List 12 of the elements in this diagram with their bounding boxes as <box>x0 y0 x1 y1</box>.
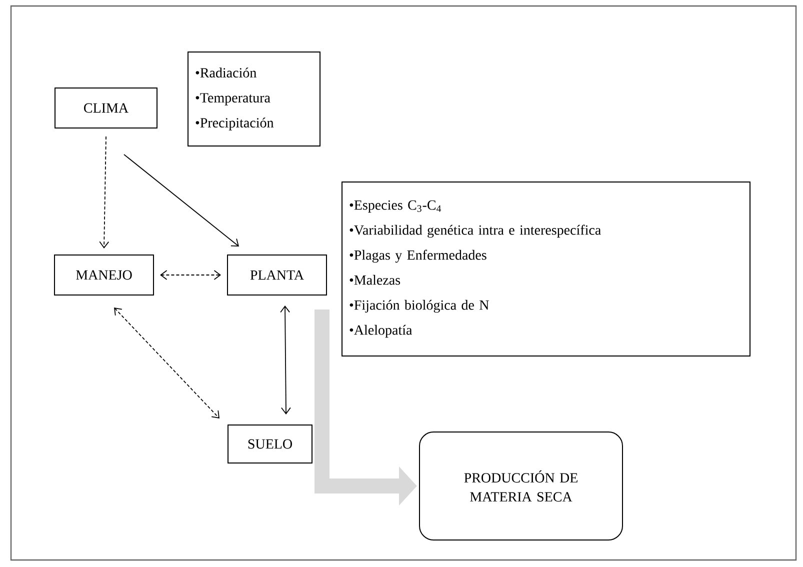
list-box: •Radiación •Temperatura •Precipitación <box>188 52 320 146</box>
result-box: PRODUCCIÓN DE MATERIA SECA <box>419 432 623 540</box>
process-box: CLIMA <box>54 88 158 128</box>
process-box: PLANTA <box>227 254 327 296</box>
dashed-arrow <box>160 270 221 280</box>
arrow <box>280 306 291 414</box>
list-box: •Especies C$_{3}$-C$_{4}$ •Variabilidad genética intra e interespecífica •Plagas y Enfermedades •Malezas •Fijación biológica de N •Alelopatía <box>342 182 750 356</box>
dashed-arrow <box>99 136 110 248</box>
arrow <box>124 154 239 246</box>
process-box: MANEJO <box>54 254 154 296</box>
dashed-arrow <box>114 308 220 418</box>
process-box: SUELO <box>228 424 312 464</box>
